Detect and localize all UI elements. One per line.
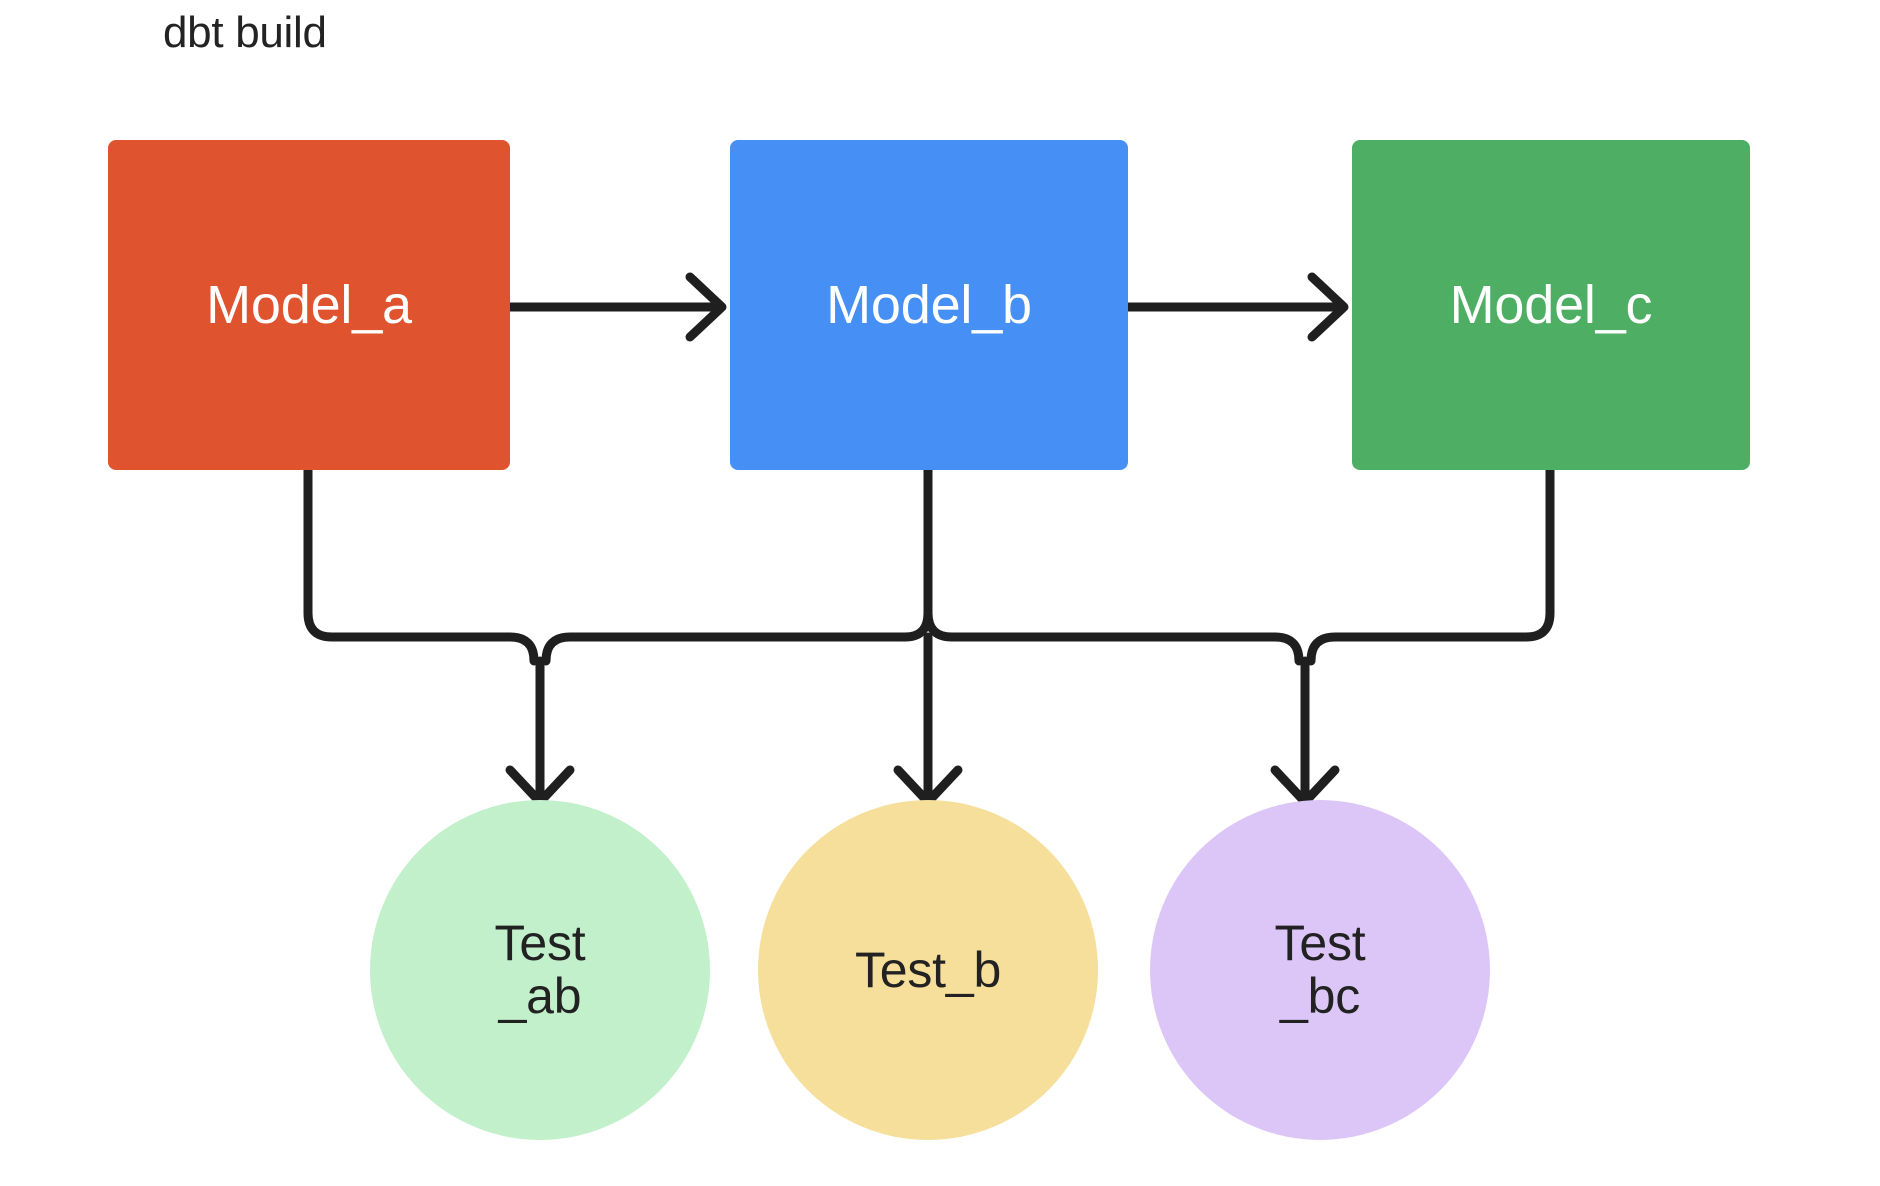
node-test-b[interactable]: Test_b xyxy=(758,800,1098,1140)
node-test-b-label: Test_b xyxy=(854,941,1002,998)
edge-bus-right-of-test-ab xyxy=(541,632,910,666)
node-test-bc[interactable]: Test _bc xyxy=(1150,800,1490,1140)
edge-model-a-model-b-arrowhead xyxy=(685,272,727,342)
node-test-bc-label: Test _bc xyxy=(1274,915,1366,1024)
node-model-c-label: Model_c xyxy=(1449,275,1653,335)
edge-model-a-bus xyxy=(303,465,515,642)
edge-model-c-bus xyxy=(1521,465,1555,642)
edge-bus-left-of-test-ab xyxy=(505,632,539,666)
node-test-ab-label: Test _ab xyxy=(494,915,586,1024)
node-model-a[interactable]: Model_a xyxy=(108,140,510,470)
edge-bus-right-of-test-bc xyxy=(1306,632,1530,666)
node-model-c[interactable]: Model_c xyxy=(1352,140,1750,470)
edge-bus-left-of-test-bc xyxy=(1270,632,1304,666)
node-model-a-label: Model_a xyxy=(206,275,412,335)
node-model-b[interactable]: Model_b xyxy=(730,140,1128,470)
node-test-ab[interactable]: Test _ab xyxy=(370,800,710,1140)
diagram-title: dbt build xyxy=(163,8,327,57)
edge-model-b-join-right xyxy=(923,608,1280,642)
node-model-b-label: Model_b xyxy=(826,275,1032,335)
edge-model-b-model-c-arrowhead xyxy=(1307,272,1349,342)
